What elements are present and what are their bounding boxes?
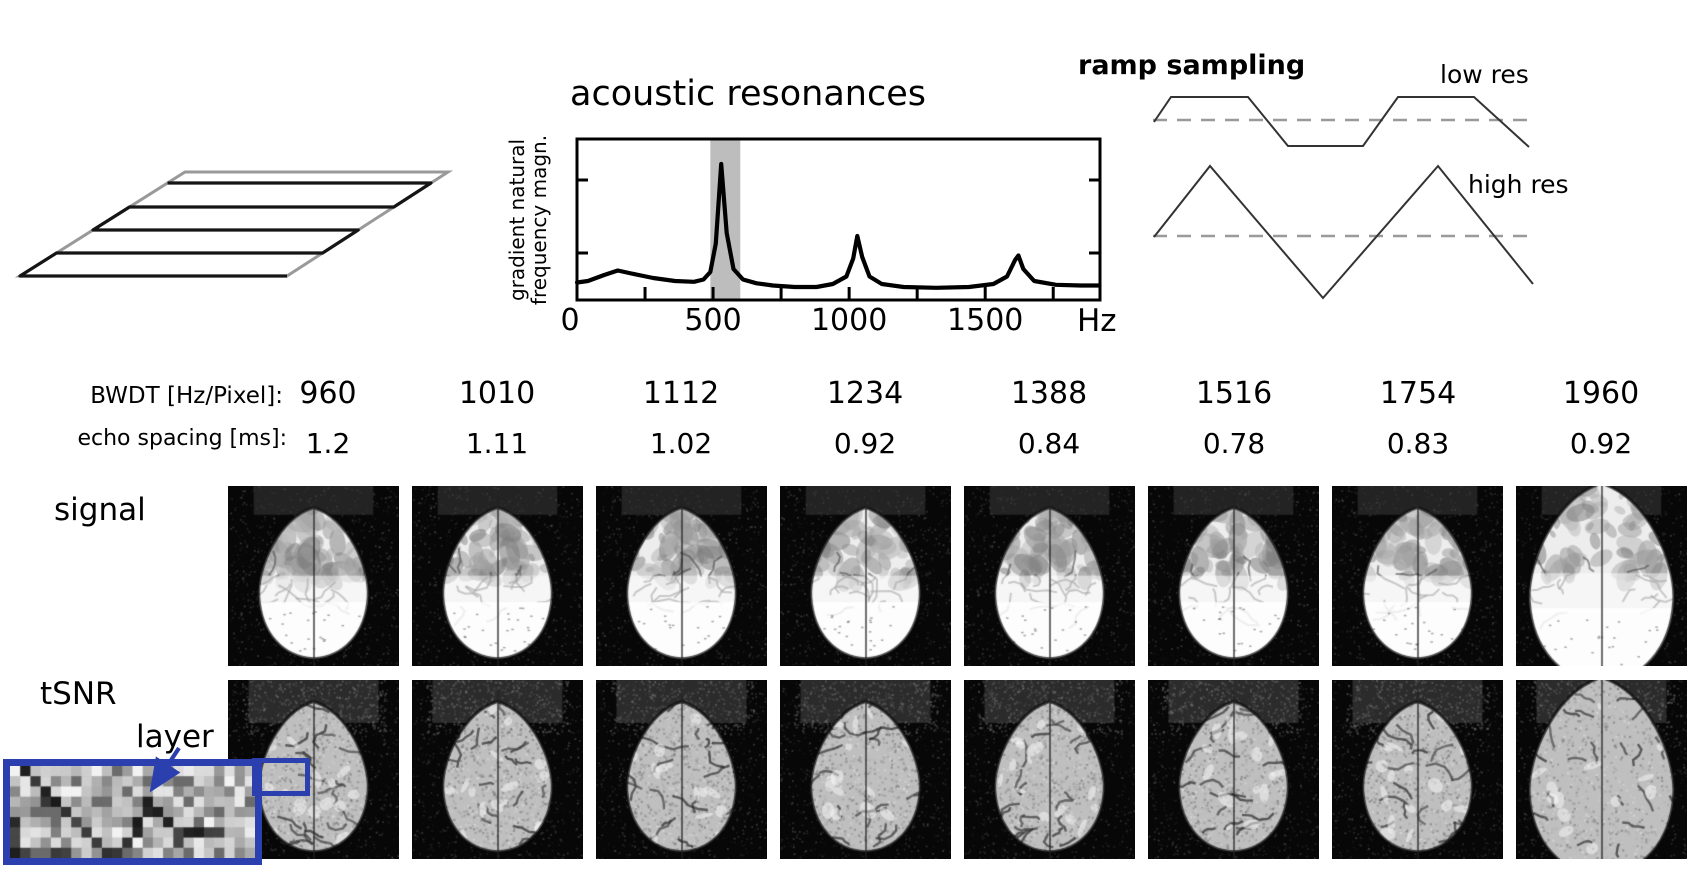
echo-value-1: 1.2 [305,427,351,460]
echo-value-3: 1.02 [649,427,713,460]
tsnr-brain-image-col5 [964,680,1135,859]
signal-brain-image-col8 [1516,486,1687,666]
layer-label: layer [136,719,214,755]
signal-brain-image-col6 [1148,486,1319,666]
bwdt-value-5: 1388 [1010,376,1088,411]
bwdt-value-7: 1754 [1379,376,1457,411]
signal-brain-image-col4 [780,486,951,666]
echo-value-2: 1.11 [465,427,529,460]
signal-brain-image-col5 [964,486,1135,666]
tsnr-brain-image-col4 [780,680,951,859]
layer-zoom-inset [3,759,262,865]
acoustic-xtick-0: 0 [560,303,579,338]
acoustic-xtick-500: 500 [684,303,741,338]
acoustic-panel-title: acoustic resonances [570,74,926,114]
high-res-label: high res [1468,170,1569,199]
bwdt-value-4: 1234 [826,376,904,411]
acoustic-y-axis-label-line1: gradient natural [505,138,530,302]
echo-spacing-values-row: 1.2 1.11 1.02 0.92 0.84 0.78 0.83 0.92 [0,427,1700,463]
echo-value-7: 0.83 [1386,427,1450,460]
signal-brain-image-col2 [412,486,583,666]
acoustic-xtick-1500: 1500 [947,303,1023,338]
ramp-sampling-title: ramp sampling [1078,50,1306,81]
echo-value-8: 0.92 [1569,427,1633,460]
acoustic-x-axis-unit: Hz [1077,303,1117,339]
acoustic-y-axis-label: gradient natural frequency magn. [500,135,556,305]
tsnr-brain-image-col3 [596,680,767,859]
bwdt-value-8: 1960 [1562,376,1640,411]
echo-spacing-row-label: echo spacing [ms]: [77,426,287,451]
echo-value-4: 0.92 [833,427,897,460]
low-res-label: low res [1440,60,1529,89]
signal-row-label: signal [54,492,146,528]
signal-brain-image-col1 [228,486,399,666]
tsnr-brain-image-col6 [1148,680,1319,859]
layer-arrow [149,746,181,793]
bwdt-value-2: 1010 [458,376,536,411]
acoustic-xtick-1000: 1000 [811,303,887,338]
tsnr-brain-image-col7 [1332,680,1503,859]
tsnr-brain-image-col8 [1516,680,1687,859]
bwdt-row-label: BWDT [Hz/Pixel]: [90,383,283,409]
ramp-sampling-waveforms [1153,96,1534,300]
bwdt-value-3: 1112 [642,376,720,411]
echo-value-6: 0.78 [1202,427,1266,460]
tsnr-brain-image-col2 [412,680,583,859]
slice-slab-diagram [14,170,454,278]
bwdt-values-row: 960 1010 1112 1234 1388 1516 1754 1960 [0,376,1700,412]
signal-brain-image-col3 [596,486,767,666]
acoustic-resonances-plot: 0 500 1000 1500 [560,137,1102,338]
echo-value-5: 0.84 [1017,427,1081,460]
bwdt-value-6: 1516 [1195,376,1273,411]
tsnr-row-label: tSNR [40,676,117,712]
bwdt-value-1: 960 [299,376,357,411]
signal-brain-image-col7 [1332,486,1503,666]
zoom-region-rect [252,758,310,796]
acoustic-y-axis-label-line2: frequency magn. [527,134,552,306]
